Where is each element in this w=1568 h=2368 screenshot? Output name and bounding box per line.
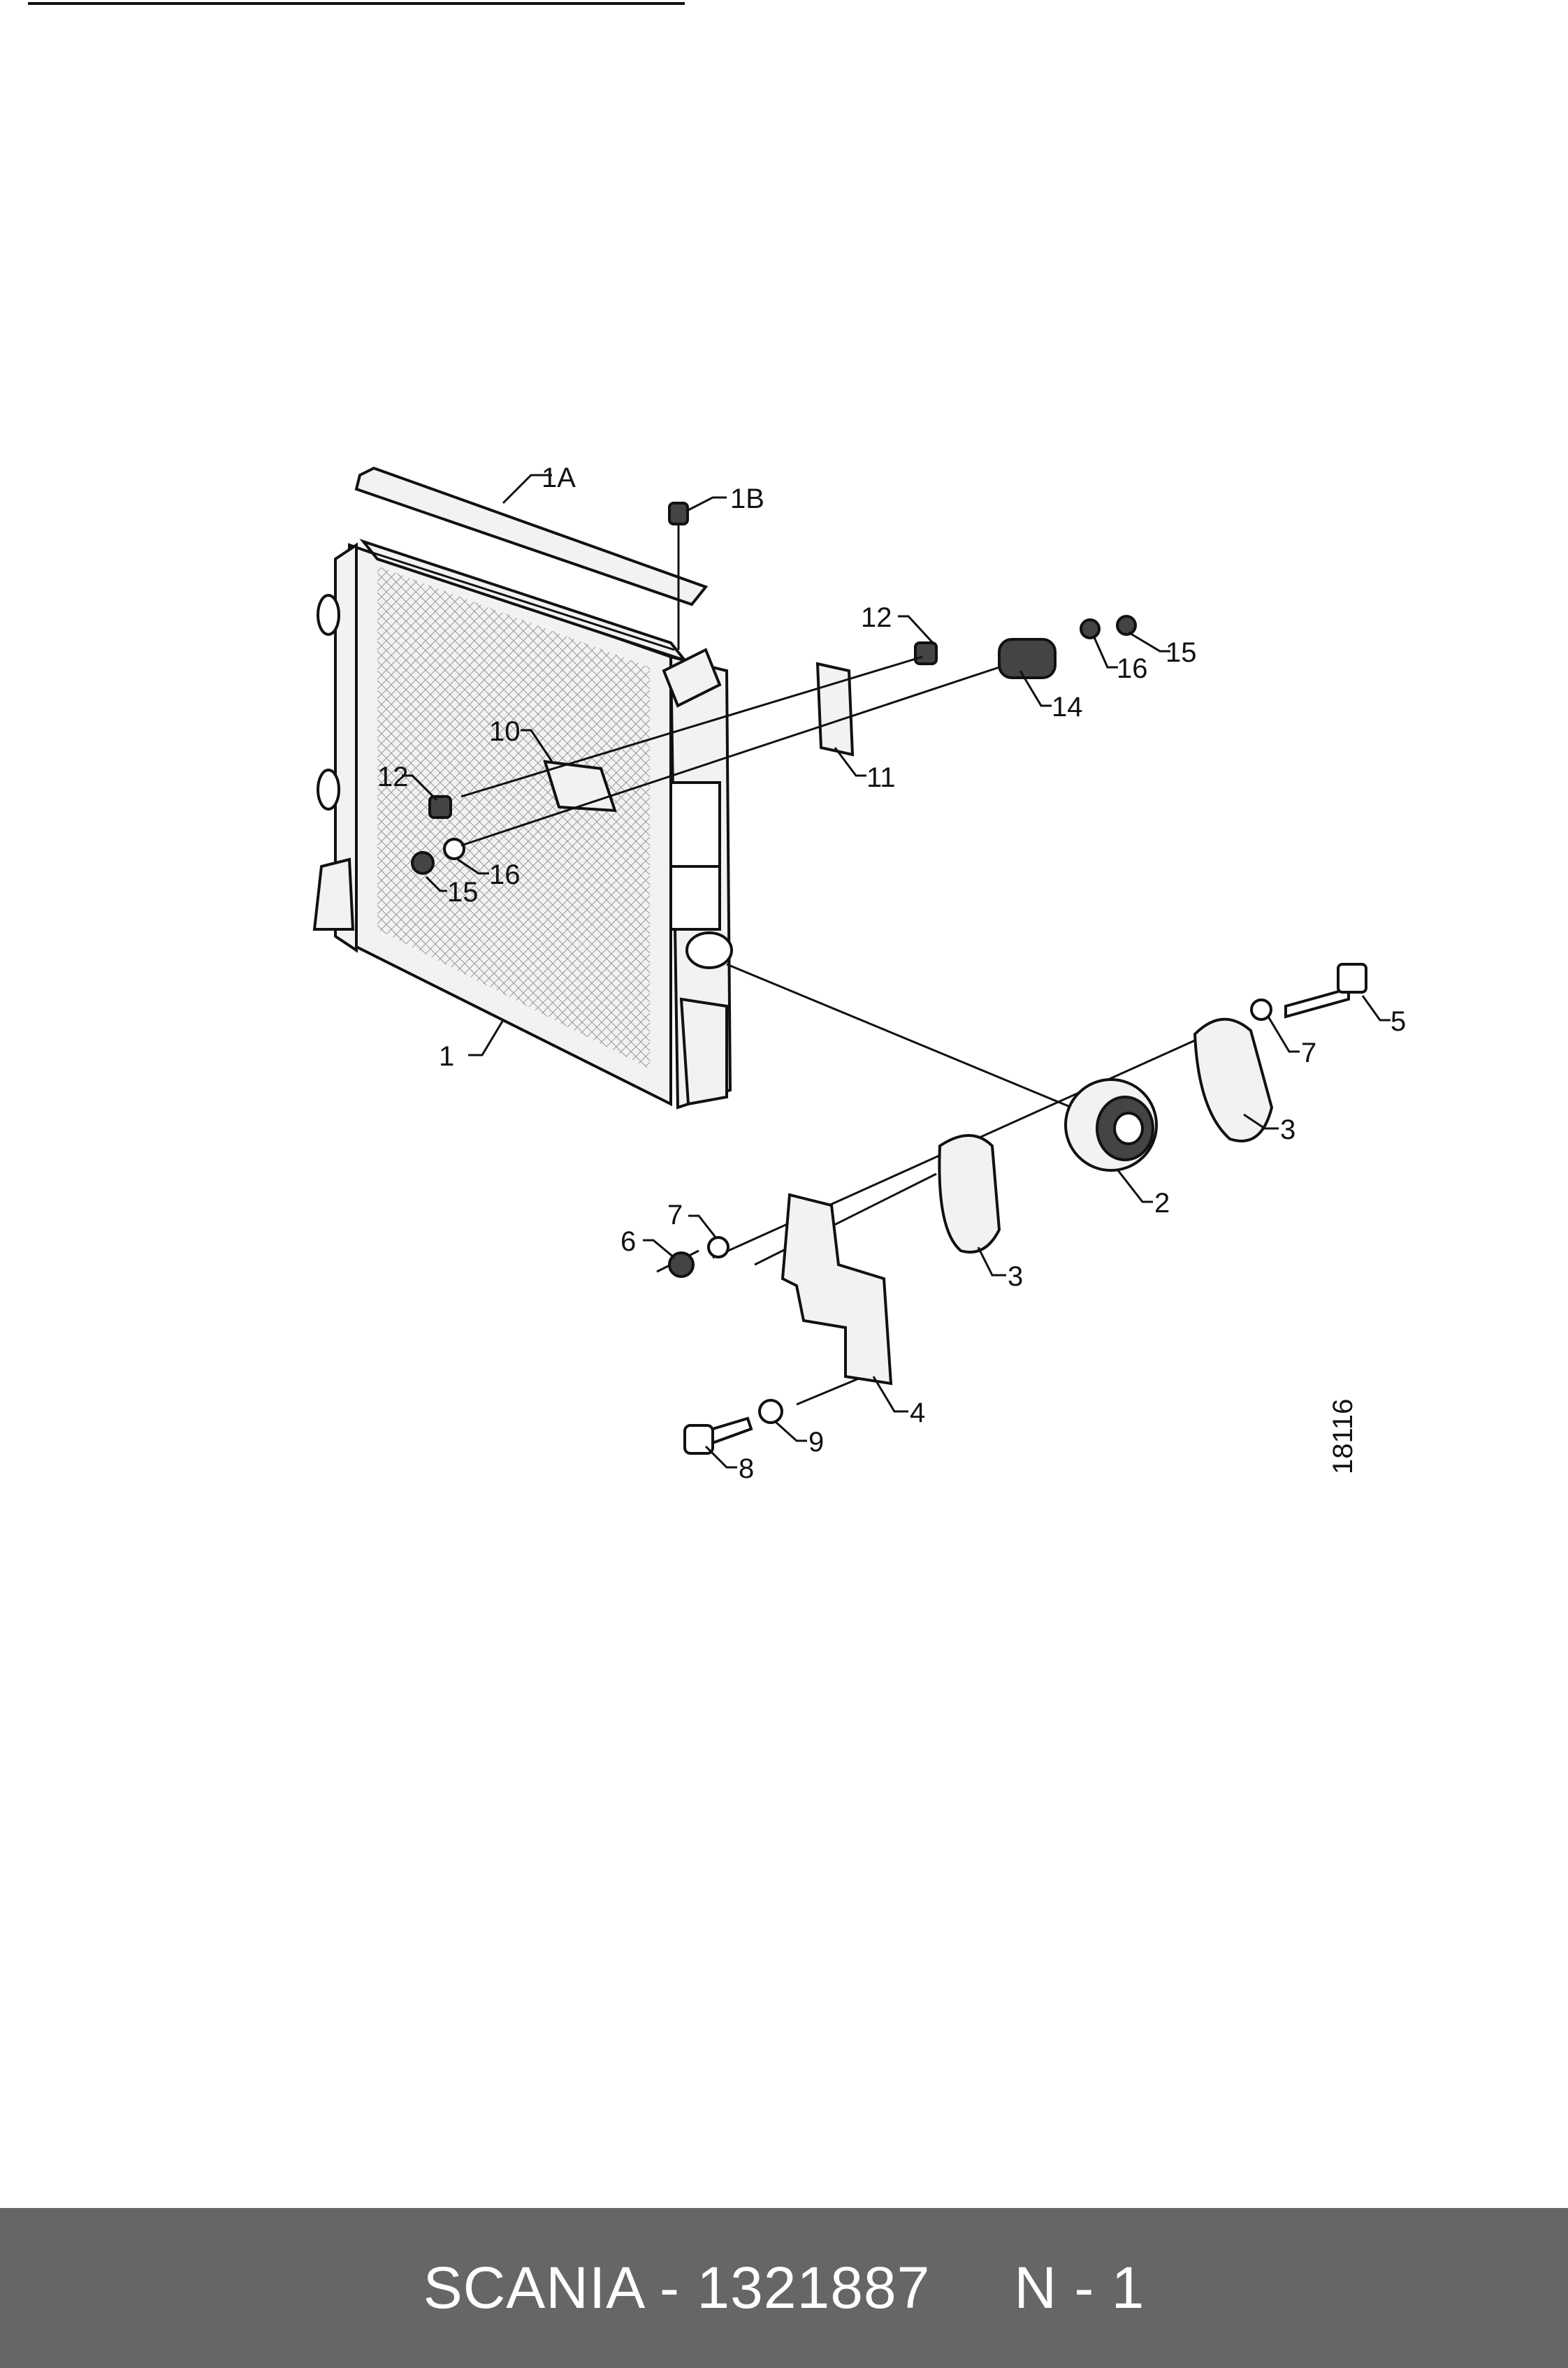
callout-1: 1 xyxy=(439,1041,454,1072)
callout-3b: 3 xyxy=(1280,1114,1295,1145)
callout-5: 5 xyxy=(1391,1006,1406,1037)
bolt-1b-part xyxy=(668,502,689,650)
bolt-12b-part xyxy=(428,795,452,819)
washer-9-part xyxy=(758,1399,783,1424)
callout-6: 6 xyxy=(620,1226,636,1257)
callout-1a: 1A xyxy=(542,463,576,493)
nut-6-part xyxy=(668,1251,695,1278)
exploded-parts-diagram: 1A 1B 12 14 16 15 11 10 12 15 16 1 5 7 3… xyxy=(28,2,1406,1484)
callout-12a: 12 xyxy=(861,602,892,633)
callout-9: 9 xyxy=(808,1427,824,1458)
bolt-5-part xyxy=(1284,963,1367,1019)
nut-15b-part xyxy=(411,851,435,875)
bracket-4-part xyxy=(781,1193,893,1386)
diagram-position: N - 1 xyxy=(1014,2255,1145,2320)
drawing-number: 18116 xyxy=(1328,1399,1358,1474)
callout-7a: 7 xyxy=(667,1200,683,1230)
callout-1b: 1B xyxy=(730,484,764,514)
callout-2: 2 xyxy=(1154,1188,1170,1219)
callout-3a: 3 xyxy=(1008,1261,1023,1292)
callout-10: 10 xyxy=(489,716,521,747)
rubber-mount-14-part xyxy=(998,615,1137,679)
callout-12b: 12 xyxy=(377,762,409,792)
callout-11: 11 xyxy=(866,762,896,793)
callout-15b: 15 xyxy=(447,877,479,908)
clamp-half-3a-part xyxy=(938,1134,1001,1254)
top-mounting-bar-part xyxy=(354,466,709,606)
bracket-10-part xyxy=(543,760,617,813)
callout-16b: 16 xyxy=(489,859,521,890)
leader-lines xyxy=(402,474,1391,1469)
callout-14: 14 xyxy=(1052,692,1083,722)
callout-15a: 15 xyxy=(1166,637,1197,668)
footer-bar: SCANIA - 1321887 N - 1 xyxy=(0,2208,1568,2368)
washer-7a-part xyxy=(707,1236,729,1258)
callout-8: 8 xyxy=(739,1453,754,1484)
bracket-11-part xyxy=(815,662,855,757)
bolt-12a-part xyxy=(914,641,938,665)
radiator-core-part xyxy=(312,538,733,1110)
washer-16b-part xyxy=(443,838,465,860)
brand-part-number: SCANIA - 1321887 xyxy=(423,2255,931,2320)
clamp-half-3b-part xyxy=(1193,1017,1274,1142)
callout-7b: 7 xyxy=(1301,1038,1316,1068)
callout-16a: 16 xyxy=(1117,653,1148,684)
callout-4: 4 xyxy=(910,1397,925,1428)
washer-7b-part xyxy=(1250,998,1272,1021)
bolt-8-part xyxy=(683,1416,753,1455)
rubber-bushing-2-part xyxy=(1064,1078,1158,1172)
